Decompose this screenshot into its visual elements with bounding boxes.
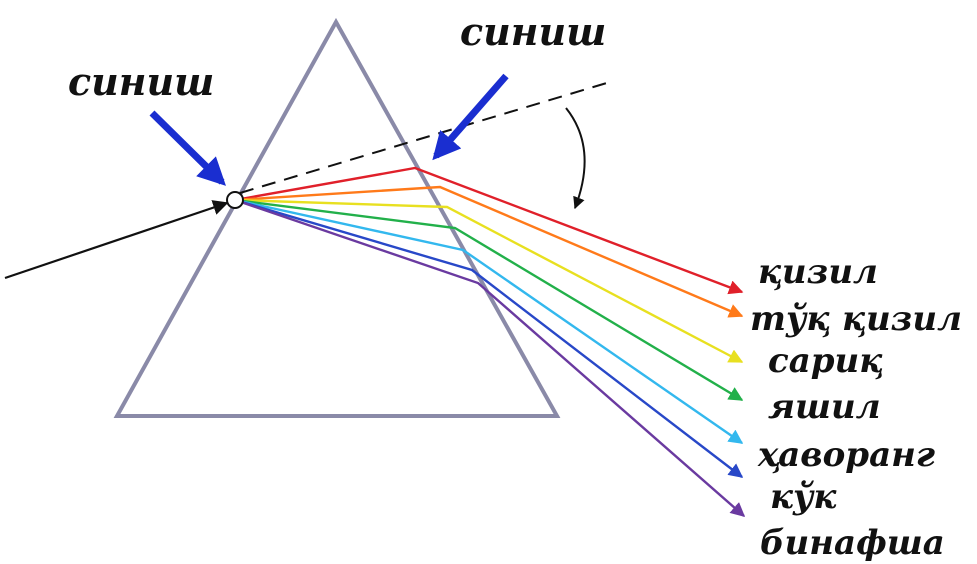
ray-6 <box>234 198 744 478</box>
ray-4 <box>234 198 744 402</box>
ray-2 <box>234 185 744 318</box>
spectrum-label-7: бинафша <box>760 523 945 563</box>
spectrum-label-2: тўқ қизил <box>750 299 962 339</box>
entry-point <box>226 191 244 209</box>
ray-5 <box>234 198 744 444</box>
ray-3 <box>234 198 744 364</box>
exit-refraction-label: синиш <box>460 9 606 54</box>
prism-triangle <box>113 17 561 418</box>
entry-pointer-arrow <box>149 110 226 186</box>
ray-1 <box>234 166 744 295</box>
entry-refraction-label: синиш <box>68 59 214 104</box>
spectrum-label-5: ҳаворанг <box>757 435 935 475</box>
deviation-angle-arc <box>565 107 586 210</box>
ray-7 <box>234 198 746 517</box>
spectrum-label-4: яшил <box>768 387 881 427</box>
spectrum-label-3: сариқ <box>768 341 883 381</box>
exit-pointer-arrow <box>432 73 509 161</box>
undeviated-dashed-line <box>239 81 611 194</box>
incident-ray <box>4 200 229 280</box>
spectrum-label-1: қизил <box>758 252 878 292</box>
spectrum-label-6: кўк <box>770 477 837 517</box>
refracted-rays <box>234 166 746 517</box>
